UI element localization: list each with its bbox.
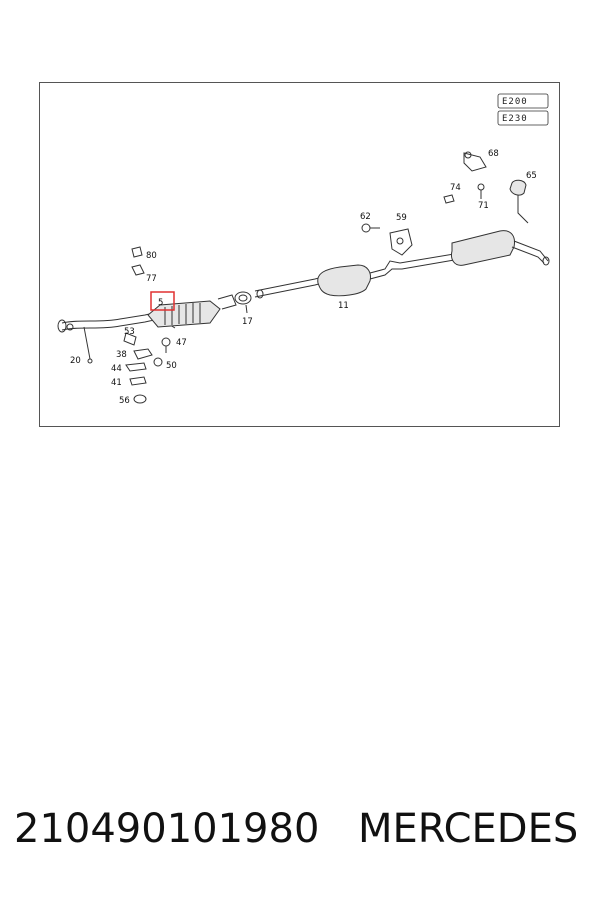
variant-badge-1: E200: [497, 93, 549, 109]
part-number: 210490101980: [14, 806, 320, 852]
callout-56: 56: [119, 396, 130, 406]
bolt-71: [477, 183, 485, 199]
callout-77: 77: [146, 274, 157, 284]
callout-68: 68: [488, 149, 499, 159]
bolt-20: [83, 326, 93, 364]
bolt-62: [361, 223, 380, 233]
callout-53: 53: [124, 327, 135, 337]
hanger-bracket-59: [389, 228, 413, 256]
rear-muffler: [451, 230, 550, 266]
callout-5: 5: [158, 298, 163, 308]
nut-74: [443, 194, 455, 204]
callout-80: 80: [146, 251, 157, 261]
bracket-53: [123, 332, 137, 346]
clip-44: [125, 362, 147, 372]
variant-label-2: E230: [502, 114, 528, 124]
callout-71: 71: [478, 201, 489, 211]
variant-badge-2: E230: [497, 110, 549, 126]
exhaust-diagram: E200 E230: [39, 82, 560, 427]
callout-20: 20: [70, 356, 81, 366]
callout-11: 11: [338, 301, 349, 311]
clamp-17: [234, 291, 252, 314]
nut-56: [133, 394, 147, 404]
callout-5-box: [150, 291, 175, 311]
catalytic-converter: [147, 294, 237, 328]
callout-59: 59: [396, 213, 407, 223]
callout-74: 74: [450, 183, 461, 193]
diagram-canvas: E200 E230: [57, 93, 550, 406]
clip-77: [131, 264, 145, 276]
bracket-line: [517, 195, 529, 224]
callout-41: 41: [111, 378, 122, 388]
callout-38: 38: [116, 350, 127, 360]
hanger-68: [463, 151, 487, 172]
middle-muffler: [317, 264, 371, 297]
rear-pipe: [369, 252, 461, 280]
clip-80: [131, 246, 143, 258]
clip-38: [133, 348, 153, 360]
clip-41: [129, 376, 147, 386]
brand-name: MERCEDES: [358, 806, 579, 852]
callout-62: 62: [360, 212, 371, 222]
rubber-mount-65: [509, 179, 527, 196]
callout-65: 65: [526, 171, 537, 181]
callout-50: 50: [166, 361, 177, 371]
bolt-47: [161, 337, 171, 353]
variant-label-1: E200: [502, 97, 528, 107]
callout-44: 44: [111, 364, 122, 374]
nut-50: [153, 357, 163, 367]
callout-47: 47: [176, 338, 187, 348]
callout-17: 17: [242, 317, 253, 327]
